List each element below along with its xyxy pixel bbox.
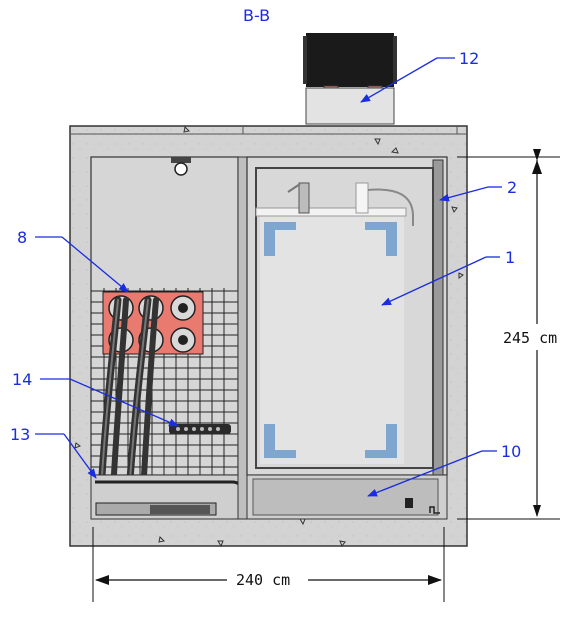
callout-2: 2: [507, 178, 517, 197]
ceiling-fixture: [171, 157, 191, 176]
right-wall-inner: [432, 159, 444, 476]
callout-leaders: [35, 57, 502, 497]
callout-10: 10: [501, 442, 521, 461]
roof-unit: [303, 33, 397, 125]
width-dimension-text: 240 cm: [236, 571, 290, 589]
tank: [255, 167, 434, 469]
callout-1: 1: [505, 248, 515, 267]
callout-13: 13: [10, 425, 30, 444]
divider-wall: [237, 156, 248, 520]
callout-14: 14: [12, 370, 32, 389]
floor-equipment: [90, 474, 244, 520]
height-dimension: [457, 149, 560, 520]
sump: [246, 474, 448, 520]
callout-12: 12: [459, 49, 479, 68]
terminal-strip: [169, 424, 231, 434]
width-dimension: [92, 527, 445, 602]
concrete-aggregate: [74, 125, 464, 548]
height-dimension-text: 245 cm: [503, 329, 557, 347]
section-title: B-B: [243, 6, 270, 25]
callout-8: 8: [17, 228, 27, 247]
